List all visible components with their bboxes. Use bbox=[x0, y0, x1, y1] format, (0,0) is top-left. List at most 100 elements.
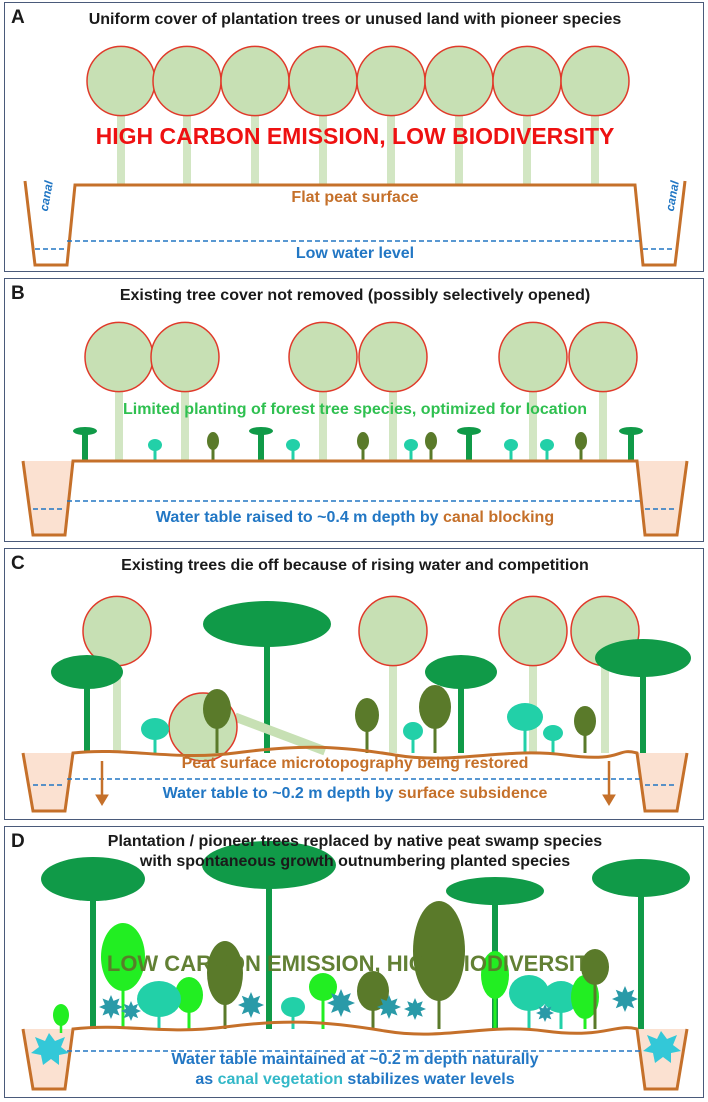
emphasis-text: LOW CARBON EMISSION, HIGH BIODIVERSITY bbox=[106, 951, 604, 976]
fallen-trunk bbox=[233, 712, 327, 756]
panel-a-illustration bbox=[23, 45, 687, 267]
panel-heading-line1: Plantation / pioneer trees replaced by n… bbox=[107, 833, 603, 850]
panel-label: A bbox=[11, 7, 25, 28]
planted-seedling bbox=[404, 439, 418, 461]
plantation-tree bbox=[492, 45, 562, 185]
plantation-tree bbox=[358, 321, 428, 461]
young-tree bbox=[419, 685, 451, 753]
planted-seedling bbox=[425, 432, 437, 461]
panel-heading: Uniform cover of plantation trees or unu… bbox=[88, 11, 622, 28]
spiky-plant bbox=[121, 1001, 141, 1021]
panel-heading-line2: with spontaneous growth outnumbering pla… bbox=[139, 853, 571, 870]
panel-c: C Existing trees die off because of risi… bbox=[4, 548, 704, 820]
native-tree bbox=[207, 941, 243, 1029]
native-tree bbox=[175, 977, 203, 1029]
native-tree bbox=[481, 951, 509, 1029]
plantation-tree bbox=[356, 45, 426, 185]
native-tree bbox=[595, 639, 691, 753]
plantation-tree bbox=[86, 45, 156, 185]
young-tree bbox=[543, 725, 563, 753]
native-tree bbox=[509, 975, 549, 1029]
plantation-tree bbox=[152, 45, 222, 185]
native-tree bbox=[309, 973, 337, 1029]
subsidence-arrow-right bbox=[602, 761, 616, 806]
spiky-plant bbox=[536, 1004, 554, 1022]
surface-label: Peat surface microtopography being resto… bbox=[181, 755, 529, 772]
plantation-tree bbox=[568, 321, 638, 461]
planted-seedling bbox=[286, 439, 300, 461]
young-tree bbox=[355, 698, 379, 753]
plantation-tree bbox=[498, 321, 568, 461]
planted-seedling bbox=[457, 427, 481, 461]
plantation-tree bbox=[288, 321, 358, 461]
panel-d: D Plantation / pioneer trees replaced by… bbox=[4, 826, 704, 1098]
canal-plant-right bbox=[643, 1031, 681, 1063]
plantation-tree bbox=[560, 45, 630, 185]
plantation-tree bbox=[220, 45, 290, 185]
water-table-label: Water table to ~0.2 m depth by surface s… bbox=[162, 785, 548, 802]
plantation-tree bbox=[288, 45, 358, 185]
young-tree bbox=[203, 689, 231, 753]
native-tree bbox=[581, 949, 609, 1029]
spiky-plant bbox=[327, 989, 355, 1017]
native-tree bbox=[571, 975, 599, 1029]
planted-seedling bbox=[575, 432, 587, 461]
panel-b: B Existing tree cover not removed (possi… bbox=[4, 278, 704, 542]
native-tree bbox=[101, 923, 145, 1029]
planted-seedling bbox=[504, 439, 518, 461]
panel-heading: Existing tree cover not removed (possibl… bbox=[119, 287, 591, 304]
panel-b-illustration bbox=[21, 321, 689, 537]
emphasis-text: HIGH CARBON EMISSION, LOW BIODIVERSITY bbox=[95, 123, 615, 149]
planted-seedling bbox=[207, 432, 219, 461]
canal-plant-left bbox=[31, 1033, 69, 1065]
spiky-plant bbox=[238, 992, 264, 1018]
subsidence-arrow-left bbox=[95, 761, 109, 806]
planted-seedling bbox=[73, 427, 97, 461]
water-level-label: Low water level bbox=[295, 245, 415, 262]
panel-label: C bbox=[11, 553, 25, 574]
spiky-plant bbox=[377, 995, 401, 1019]
native-tree bbox=[425, 655, 497, 753]
planted-seedling bbox=[148, 439, 162, 461]
canal-seedling-left bbox=[53, 1004, 69, 1026]
panel-label: B bbox=[11, 283, 25, 304]
native-tree bbox=[51, 655, 123, 753]
native-tree bbox=[203, 601, 331, 753]
young-tree bbox=[507, 703, 543, 753]
young-tree bbox=[574, 706, 596, 753]
native-tree bbox=[543, 981, 579, 1029]
panel-label: D bbox=[11, 831, 25, 852]
native-tree bbox=[413, 901, 465, 1029]
native-tree bbox=[202, 841, 336, 1029]
spiky-plant bbox=[99, 995, 123, 1019]
young-tree bbox=[403, 722, 423, 753]
plantation-tree bbox=[84, 321, 154, 461]
panel-heading: Existing trees die off because of rising… bbox=[121, 557, 589, 574]
surface-label: Flat peat surface bbox=[291, 189, 419, 206]
panel-d-illustration bbox=[21, 841, 690, 1091]
peat-surface-outline bbox=[21, 1020, 689, 1091]
panel-a: A Uniform cover of plantation trees or u… bbox=[4, 2, 704, 272]
planted-seedling bbox=[619, 427, 643, 461]
native-tree bbox=[137, 981, 181, 1029]
water-table-label: Water table raised to ~0.4 m depth by ca… bbox=[155, 509, 555, 526]
planted-seedling bbox=[357, 432, 369, 461]
planting-label: Limited planting of forest tree species,… bbox=[122, 401, 588, 418]
native-tree bbox=[41, 857, 145, 1029]
planted-seedling bbox=[249, 427, 273, 461]
peat-surface-outline bbox=[21, 745, 689, 813]
plantation-tree bbox=[358, 595, 428, 753]
plantation-tree bbox=[150, 321, 220, 461]
native-tree bbox=[357, 971, 389, 1029]
spiky-plant bbox=[612, 986, 638, 1012]
planted-seedling bbox=[540, 439, 554, 461]
panel-c-illustration bbox=[21, 595, 691, 813]
native-tree bbox=[592, 859, 690, 1029]
native-tree bbox=[281, 997, 305, 1029]
peat-surface-outline bbox=[21, 459, 689, 537]
young-tree bbox=[141, 718, 169, 753]
peat-surface-outline bbox=[23, 180, 687, 267]
plantation-tree bbox=[424, 45, 494, 185]
water-table-label-line1: Water table maintained at ~0.2 m depth n… bbox=[171, 1051, 539, 1068]
spiky-plant bbox=[404, 998, 426, 1020]
